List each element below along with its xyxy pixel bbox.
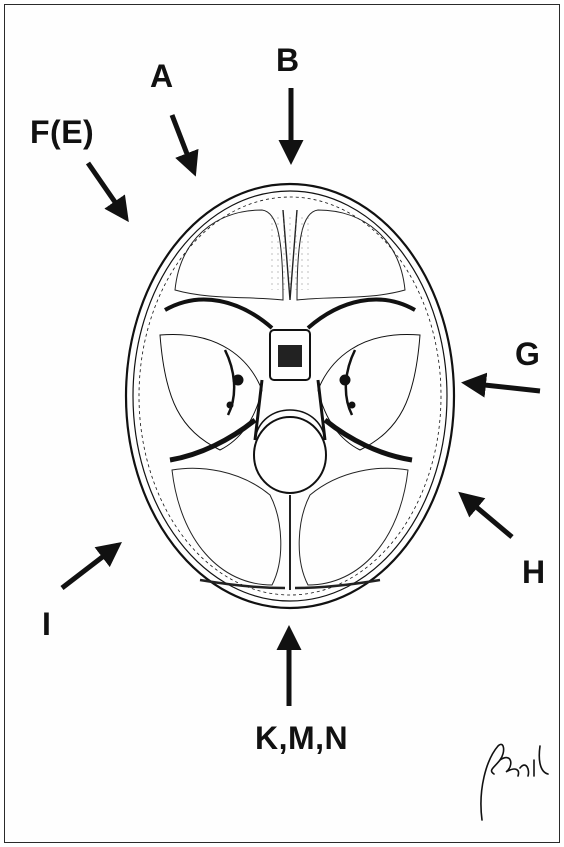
- label-g: G: [515, 338, 540, 370]
- label-b: B: [276, 44, 300, 76]
- label-kmn: K,M,N: [255, 722, 348, 754]
- arrow-h: [462, 495, 512, 537]
- arrow-fe: [88, 163, 126, 218]
- anterior-cranial-fossa: [175, 210, 405, 300]
- arrow-i: [62, 545, 118, 588]
- label-h: H: [522, 556, 546, 588]
- arrow-a: [172, 115, 194, 172]
- arrow-g: [466, 383, 540, 391]
- artist-signature: [481, 744, 548, 820]
- label-fe: F(E): [30, 116, 94, 148]
- foramen-magnum: [254, 417, 326, 493]
- label-i: I: [42, 608, 51, 640]
- label-a: A: [150, 60, 174, 92]
